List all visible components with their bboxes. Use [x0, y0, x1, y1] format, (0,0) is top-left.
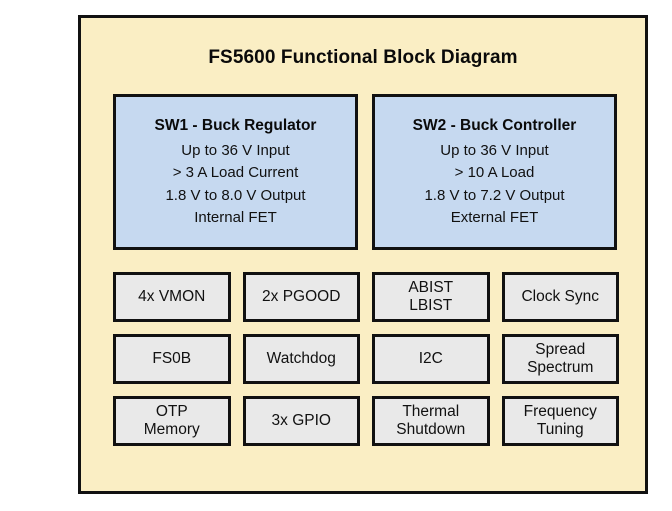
feature-block-gpio-line-1: 3x GPIO	[271, 411, 331, 429]
switcher-block-sw2: SW2 - Buck Controller Up to 36 V Input >…	[372, 94, 617, 250]
feature-block-watchdog: Watchdog	[242, 334, 360, 384]
feature-block-i2c-line-1: I2C	[418, 349, 443, 367]
feature-block-clock-sync: Clock Sync	[501, 272, 619, 322]
feature-block-thermal-shutdown-line-1: Thermal	[402, 402, 460, 420]
diagram-panel: FS5600 Functional Block Diagram SW1 - Bu…	[78, 15, 648, 494]
feature-block-fs0b: FS0B	[113, 334, 231, 384]
page-title: FS5600 Functional Block Diagram	[208, 47, 518, 68]
switcher-block-sw1-spec-fet: Internal FET	[194, 208, 277, 226]
feature-block-spread-spectrum: Spread Spectrum	[501, 334, 619, 384]
feature-block-frequency-tuning-line-2: Tuning	[536, 421, 584, 438]
feature-block-abist-lbist-line-1: ABIST	[408, 278, 454, 296]
switcher-block-sw1-spec-output: 1.8 V to 8.0 V Output	[165, 186, 306, 204]
feature-block-thermal-shutdown-line-2: Shutdown	[396, 421, 466, 438]
feature-block-fs0b-line-1: FS0B	[152, 349, 192, 367]
switcher-block-sw2-spec-input: Up to 36 V Input	[440, 142, 549, 160]
feature-block-vmon-line-1: 4x VMON	[138, 287, 206, 305]
feature-block-i2c: I2C	[372, 334, 490, 384]
feature-block-spread-spectrum-line-2: Spectrum	[527, 359, 594, 376]
switcher-block-sw2-spec-output: 1.8 V to 7.2 V Output	[424, 186, 565, 204]
feature-block-vmon: 4x VMON	[113, 272, 231, 322]
feature-block-otp-memory-line-2: Memory	[143, 421, 200, 438]
feature-block-abist-lbist-line-2: LBIST	[409, 297, 453, 314]
feature-block-grid: 4x VMON 2x PGOOD ABIST LBIST Clock Sync …	[113, 272, 619, 446]
feature-block-pgood-line-1: 2x PGOOD	[262, 287, 341, 305]
switcher-block-sw2-spec-load: > 10 A Load	[454, 164, 535, 182]
switcher-block-sw1: SW1 - Buck Regulator Up to 36 V Input > …	[113, 94, 358, 250]
feature-block-spread-spectrum-line-1: Spread	[535, 340, 586, 358]
switcher-block-row: SW1 - Buck Regulator Up to 36 V Input > …	[113, 94, 617, 250]
feature-block-pgood: 2x PGOOD	[242, 272, 360, 322]
switcher-block-sw1-spec-input: Up to 36 V Input	[181, 142, 290, 160]
feature-block-otp-memory: OTP Memory	[113, 396, 231, 446]
switcher-block-sw1-title: SW1 - Buck Regulator	[154, 117, 317, 135]
switcher-block-sw2-title: SW2 - Buck Controller	[412, 117, 577, 135]
switcher-block-sw2-spec-fet: External FET	[450, 208, 539, 226]
feature-block-frequency-tuning-line-1: Frequency	[523, 402, 597, 420]
feature-block-abist-lbist: ABIST LBIST	[372, 272, 490, 322]
feature-block-thermal-shutdown: Thermal Shutdown	[372, 396, 490, 446]
feature-block-otp-memory-line-1: OTP	[155, 402, 188, 420]
feature-block-gpio: 3x GPIO	[242, 396, 360, 446]
feature-block-clock-sync-line-1: Clock Sync	[521, 287, 600, 305]
feature-block-frequency-tuning: Frequency Tuning	[501, 396, 619, 446]
feature-block-watchdog-line-1: Watchdog	[266, 349, 336, 367]
switcher-block-sw1-spec-load: > 3 A Load Current	[172, 164, 299, 182]
